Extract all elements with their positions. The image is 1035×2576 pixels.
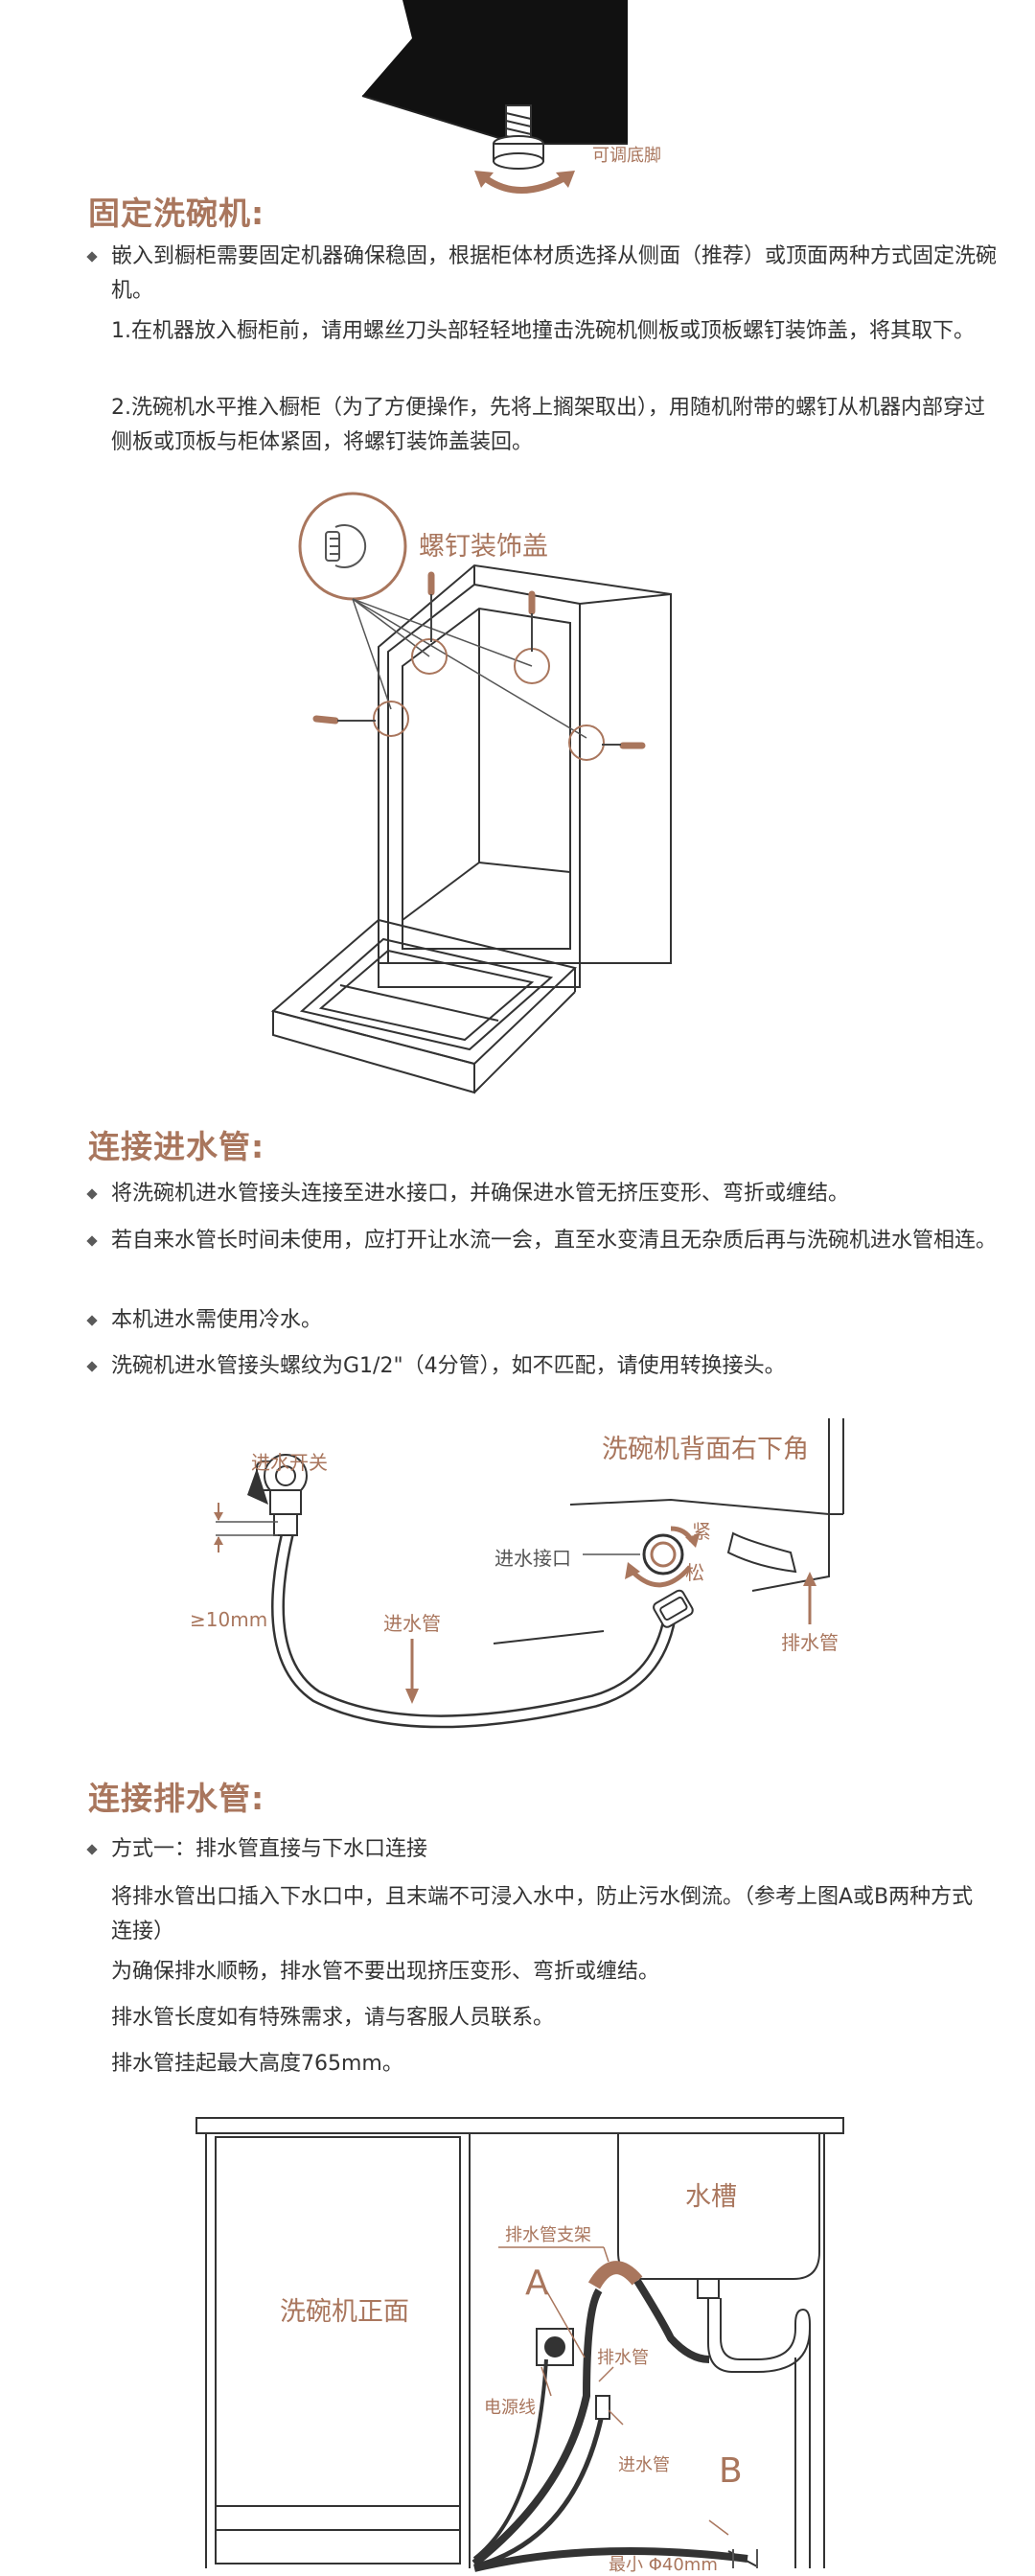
tighten-label: 紧	[692, 1520, 711, 1543]
drain-para-3: 排水管长度如有特殊需求，请与客服人员联系。	[111, 2006, 555, 2030]
loosen-label: 松	[685, 1561, 704, 1584]
screw-cover-label: 螺钉装饰盖	[419, 532, 548, 562]
inlet-bullet-4: 洗碗机进水管接头螺纹为G1/2"（4分管），如不匹配，请使用转换接头。	[88, 1349, 1012, 1384]
min-diameter-label: 最小 Φ40mm	[609, 2555, 718, 2575]
drain-hose-label: 排水管	[781, 1631, 839, 1654]
drain-title: 连接排水管:	[88, 1780, 265, 1817]
power-cord-label: 电源线	[484, 2398, 536, 2418]
inlet-bullet-1: 将洗碗机进水管接头连接至进水接口，并确保进水管无挤压变形、弯折或缠结。	[88, 1177, 1012, 1211]
inlet-port-label: 进水接口	[494, 1547, 571, 1570]
drain-para-1: 将排水管出口插入下水口中，且末端不可浸入水中，防止污水倒流。（参考上图A或B两种…	[111, 1885, 974, 1944]
fix-step-1: 1.在机器放入橱柜前，请用螺丝刀头部轻轻地撞击洗碗机侧板或顶板螺钉装饰盖，将其取…	[111, 319, 975, 343]
valve-label: 进水开关	[251, 1451, 328, 1474]
fix-dishwasher-title: 固定洗碗机:	[88, 195, 265, 232]
inlet-bullet-2: 若自来水管长时间未使用，应打开让水流一会，直至水变清且无杂质后再与洗碗机进水管相…	[88, 1224, 1012, 1258]
option-b-label: B	[719, 2451, 743, 2491]
drain-bracket-label: 排水管支架	[505, 2225, 591, 2245]
drain-para-4: 排水管挂起最大高度765mm。	[111, 2052, 403, 2076]
inlet-title: 连接进水管:	[88, 1128, 265, 1165]
fix-step-2: 2.洗碗机水平推入橱柜（为了方便操作，先将上搁架取出），用随机附带的螺钉从机器内…	[111, 396, 985, 454]
inlet-bullet-3: 本机进水需使用冷水。	[88, 1303, 1012, 1338]
min-gap-label: ≥10mm	[190, 1608, 268, 1631]
inlet-hose-label-fig4: 进水管	[618, 2455, 670, 2475]
sink-label: 水槽	[685, 2182, 737, 2212]
adjustable-foot-label: 可调底脚	[592, 146, 661, 166]
drain-hose-label-fig4: 排水管	[597, 2348, 649, 2368]
inlet-hose-diagram	[214, 1418, 844, 1729]
inlet-hose-label: 进水管	[383, 1612, 441, 1635]
drain-bullet: 方式一：排水管直接与下水口连接	[88, 1832, 1012, 1867]
fix-dishwasher-bullet: 嵌入到橱柜需要固定机器确保稳固，根据柜体材质选择从侧面（推荐）或顶面两种方式固定…	[88, 240, 1012, 309]
drain-installation-diagram	[196, 2117, 844, 2572]
screw-cover-diagram	[270, 492, 672, 1094]
option-a-label: A	[525, 2264, 549, 2303]
dishwasher-front-label: 洗碗机正面	[280, 2297, 409, 2327]
adjustable-foot-illustration	[361, 0, 628, 194]
drain-para-2: 为确保排水顺畅，排水管不要出现挤压变形、弯折或缠结。	[111, 1960, 660, 1984]
back-corner-label: 洗碗机背面右下角	[602, 1435, 809, 1464]
